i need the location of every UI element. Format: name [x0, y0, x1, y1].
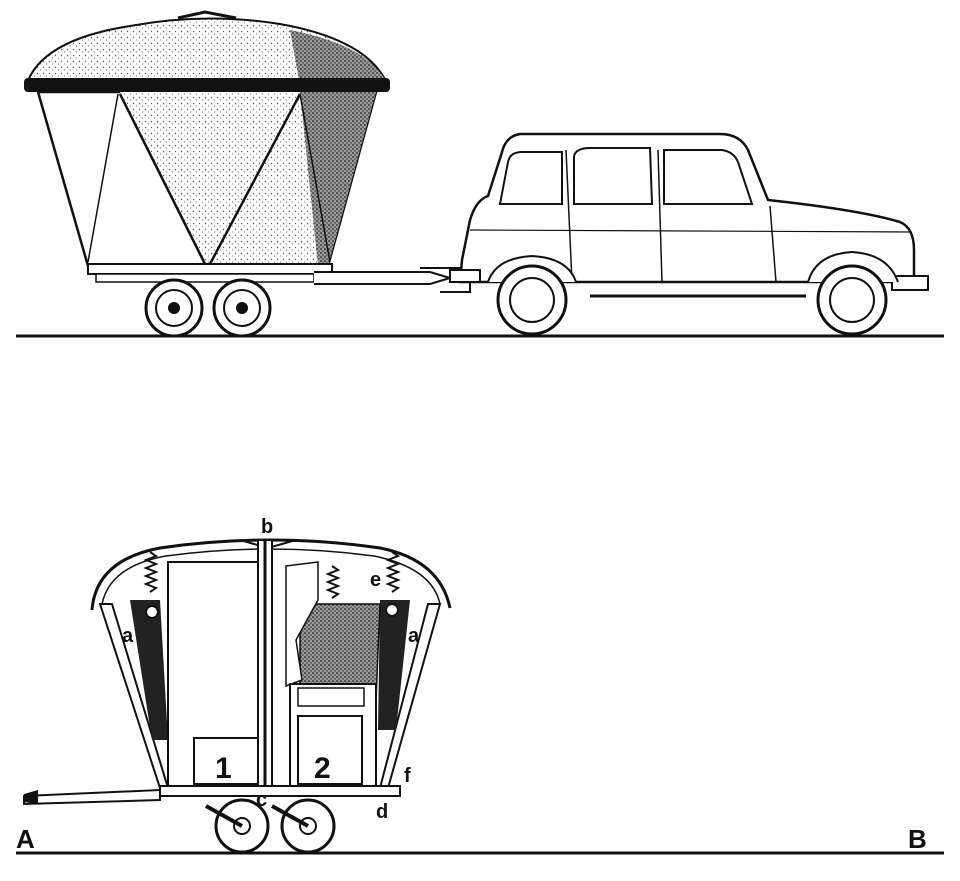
callout-f: f	[404, 765, 411, 787]
box-label-2: 2	[314, 752, 331, 785]
section-wheel-left	[205, 798, 270, 854]
car-wheel-rear	[496, 264, 568, 336]
section-chassis	[23, 785, 401, 806]
callout-e: e	[370, 569, 381, 591]
top-figure	[16, 10, 944, 338]
spring-right	[385, 551, 401, 617]
callout-a-left: a	[122, 625, 134, 647]
corner-label-b: B	[908, 824, 927, 854]
box-label-1: 1	[215, 752, 232, 785]
section-walls	[98, 600, 442, 789]
spring-center	[325, 565, 341, 599]
trailer-chassis	[87, 263, 471, 293]
trailer-roof	[24, 10, 390, 92]
section-wheel-right	[271, 798, 336, 854]
bottom-figure: b e a a f c d 1 2 A B	[16, 516, 944, 855]
trailer-wheel-rear	[212, 278, 272, 338]
interior	[167, 539, 377, 790]
callout-c: c	[256, 789, 267, 811]
car-wheel-front	[816, 264, 888, 336]
trailer-wheel-front	[144, 278, 204, 338]
callout-a-right: a	[408, 625, 420, 647]
corner-label-a: A	[16, 824, 35, 854]
spring-left	[143, 551, 159, 619]
trailer-body	[36, 90, 378, 268]
callout-b: b	[261, 516, 273, 538]
callout-d: d	[376, 801, 388, 823]
